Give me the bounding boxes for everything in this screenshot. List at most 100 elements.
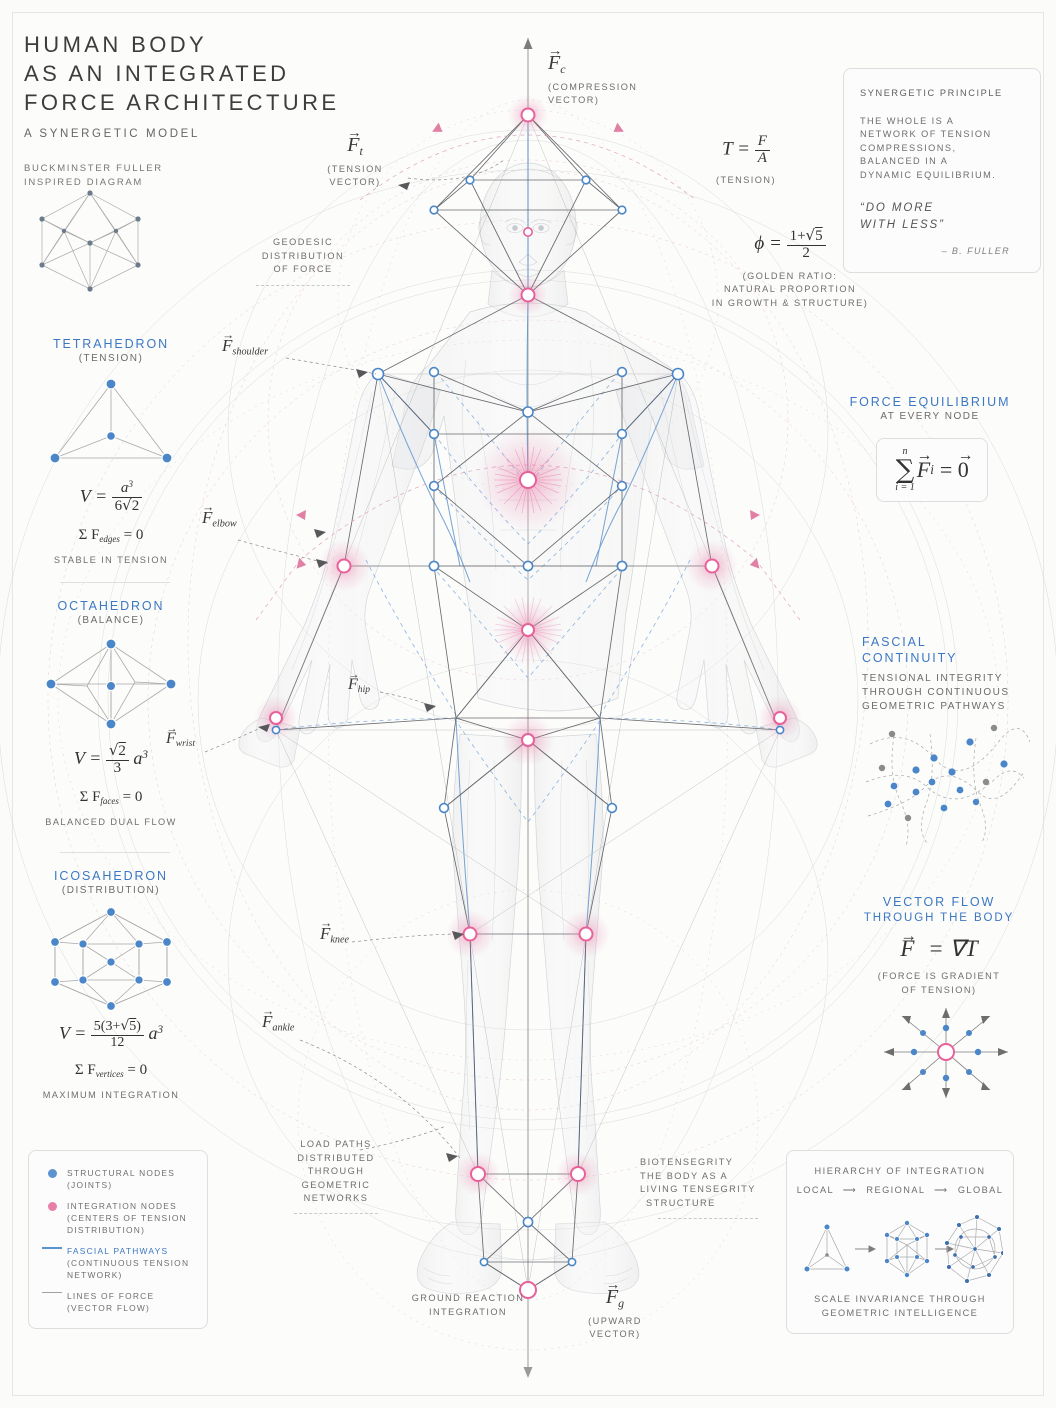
tetrahedron-sum-formula: Σ Fedges = 0 bbox=[78, 526, 144, 544]
tetrahedron-quality: (TENSION) bbox=[78, 353, 144, 364]
hierarchy-title: HIERARCHY OF INTEGRATION bbox=[814, 1166, 986, 1176]
biotensegrity-line-2: THE BODY AS A bbox=[640, 1170, 729, 1181]
hierarchy-arrow-2: ⟶ bbox=[934, 1184, 949, 1195]
legend-item-lines-of-force: LINES OF FORCE (VECTOR FLOW) bbox=[37, 1290, 195, 1314]
fascial-body-1: TENSIONAL INTEGRITY bbox=[862, 673, 1003, 684]
ft-caption-2: VECTOR) bbox=[329, 177, 381, 188]
octahedron-note: BALANCED DUAL FLOW bbox=[45, 816, 177, 827]
vector-flow-caption-1: (FORCE IS GRADIENT bbox=[877, 971, 1001, 981]
synergetic-title: SYNERGETIC PRINCIPLE bbox=[860, 88, 1003, 98]
polyhedron-card-icosahedron: ICOSAHEDRON (DISTRIBUTION) V = bbox=[22, 868, 200, 1103]
sum-expr-sub: i bbox=[930, 462, 934, 477]
ft-subscript: t bbox=[359, 143, 363, 158]
load-paths-line-1: LOAD PATHS bbox=[300, 1139, 372, 1149]
joint-label-elbow: Felbow bbox=[202, 500, 237, 529]
polyhedron-card-octahedron: OCTAHEDRON (BALANCE) V = √2 3 a3 bbox=[22, 598, 200, 829]
equilibrium-subtitle: AT EVERY NODE bbox=[880, 411, 980, 422]
sum-expr-tail: = 0 bbox=[940, 447, 969, 483]
golden-ratio-formula: ϕ = 1+√5 2 (GOLDEN RATIO: NATURAL PROPOR… bbox=[700, 227, 880, 310]
synergetic-body-3: COMPRESSIONS, bbox=[860, 142, 957, 153]
biotensegrity-rule bbox=[658, 1218, 758, 1219]
legend-panel: STRUCTURAL NODES (JOINTS) INTEGRATION NO… bbox=[28, 1150, 208, 1329]
octahedron-title: OCTAHEDRON bbox=[57, 599, 165, 613]
fascial-title-1: FASCIAL bbox=[862, 635, 927, 649]
title-line-2: AS AN INTEGRATED bbox=[24, 61, 290, 86]
tension-vector-label: Ft (TENSION VECTOR) bbox=[300, 125, 410, 190]
divider-2 bbox=[60, 852, 170, 853]
geodesic-line-2: DISTRIBUTION bbox=[261, 250, 345, 261]
legend-sublabel: (CONTINUOUS TENSION NETWORK) bbox=[67, 1258, 190, 1280]
hierarchy-footer-1: SCALE INVARIANCE THROUGH bbox=[814, 1294, 986, 1304]
ground-reaction-note: GROUND REACTION INTEGRATION bbox=[398, 1292, 538, 1319]
fg-caption-1: (UPWARD bbox=[588, 1315, 642, 1326]
fascial-continuity-section: FASCIAL CONTINUITY TENSIONAL INTEGRITY T… bbox=[862, 634, 1022, 714]
compression-vector-label: Fc (COMPRESSION VECTOR) bbox=[548, 43, 668, 108]
title-line-3: FORCE ARCHITECTURE bbox=[24, 90, 340, 115]
joint-label-hip: Fhip bbox=[348, 669, 370, 695]
joint-label-wrist: Fwrist bbox=[166, 723, 195, 749]
sum-sign: ∑ bbox=[895, 455, 915, 485]
vector-flow-subtitle: THROUGH THE BODY bbox=[863, 912, 1015, 924]
icosahedron-volume-formula: V = 5(3+√5) 12 a3 bbox=[58, 1018, 164, 1050]
polyhedron-card-tetrahedron: TETRAHEDRON (TENSION) V = a3 6√2 Σ Fedge… bbox=[22, 336, 200, 567]
integration-node-icon bbox=[37, 1200, 67, 1211]
load-paths-rule bbox=[294, 1212, 378, 1214]
hierarchy-scale-icon bbox=[803, 1214, 1003, 1284]
legend-label: STRUCTURAL NODES bbox=[67, 1168, 176, 1178]
fc-subscript: c bbox=[560, 61, 566, 76]
vector-flow-star-icon bbox=[884, 1008, 1008, 1098]
cuboctahedron-icon bbox=[39, 190, 141, 292]
hierarchy-step-local: LOCAL bbox=[796, 1184, 834, 1195]
fascial-body-2: THROUGH CONTINUOUS bbox=[862, 687, 1010, 698]
fg-symbol: F bbox=[606, 1277, 618, 1309]
title-line-1: HUMAN BODY bbox=[24, 32, 208, 57]
geodesic-note: GEODESIC DISTRIBUTION OF FORCE bbox=[238, 236, 368, 286]
ground-vector-label: Fg (UPWARD VECTOR) bbox=[560, 1277, 670, 1342]
load-paths-note: LOAD PATHS DISTRIBUTED THROUGH GEOMETRIC… bbox=[284, 1138, 388, 1214]
vector-flow-section: VECTOR FLOW THROUGH THE BODY F = ∇T (FOR… bbox=[850, 894, 1028, 997]
legend-label: LINES OF FORCE bbox=[67, 1291, 155, 1301]
synergetic-quote-1: “DO MORE bbox=[860, 202, 934, 214]
fg-caption-2: VECTOR) bbox=[589, 1329, 641, 1340]
hierarchy-step-regional: REGIONAL bbox=[866, 1184, 926, 1195]
load-paths-line-3: THROUGH bbox=[307, 1166, 365, 1176]
geodesic-line-3: OF FORCE bbox=[273, 264, 333, 274]
poster-header: HUMAN BODY AS AN INTEGRATED FORCE ARCHIT… bbox=[24, 30, 354, 190]
credit-line-2: INSPIRED DIAGRAM bbox=[24, 177, 144, 188]
vector-flow-lhs: F bbox=[900, 926, 914, 962]
equilibrium-title: FORCE EQUILIBRIUM bbox=[849, 395, 1011, 409]
golden-caption-3: IN GROWTH & STRUCTURE) bbox=[711, 297, 869, 308]
legend-sublabel: (CENTERS OF TENSION DISTRIBUTION) bbox=[67, 1213, 187, 1235]
ft-caption-1: (TENSION bbox=[327, 163, 383, 174]
synergetic-body-5: DYNAMIC EQUILIBRIUM. bbox=[860, 169, 997, 180]
ground-reaction-line-2: INTEGRATION bbox=[428, 1306, 508, 1317]
tetrahedron-title: TETRAHEDRON bbox=[52, 337, 170, 351]
divider-1 bbox=[60, 582, 170, 583]
vector-flow-caption-2: OF TENSION) bbox=[901, 984, 977, 995]
fc-caption-2: VECTOR) bbox=[548, 95, 600, 106]
ft-symbol: F bbox=[347, 125, 359, 157]
vector-flow-rhs: = ∇T bbox=[928, 936, 978, 961]
load-paths-line-5: NETWORKS bbox=[303, 1193, 369, 1203]
icosahedron-icon bbox=[50, 907, 172, 1011]
joint-label-knee: Fknee bbox=[320, 916, 349, 945]
fascial-body-3: GEOMETRIC PATHWAYS bbox=[862, 701, 1006, 712]
biotensegrity-line-3: LIVING TENSEGRITY bbox=[640, 1184, 756, 1194]
synergetic-body-1: THE WHOLE IS A bbox=[860, 115, 955, 126]
octahedron-quality: (BALANCE) bbox=[77, 615, 145, 626]
fg-subscript: g bbox=[618, 1295, 625, 1310]
fascial-network-icon bbox=[865, 724, 1030, 847]
ground-reaction-line-1: GROUND REACTION bbox=[411, 1293, 525, 1303]
icosahedron-note: MAXIMUM INTEGRATION bbox=[42, 1090, 180, 1101]
vector-flow-title: VECTOR FLOW bbox=[882, 895, 996, 909]
biotensegrity-note: BIOTENSEGRITY THE BODY AS A LIVING TENSE… bbox=[640, 1156, 776, 1219]
hierarchy-footer-2: GEOMETRIC INTELLIGENCE bbox=[821, 1307, 979, 1318]
golden-caption-2: NATURAL PROPORTION bbox=[723, 284, 857, 294]
lines-of-force-icon bbox=[37, 1290, 67, 1293]
sum-expr-symbol: F bbox=[917, 447, 931, 483]
golden-caption-1: (GOLDEN RATIO: bbox=[742, 270, 838, 281]
legend-item-structural-nodes: STRUCTURAL NODES (JOINTS) bbox=[37, 1167, 195, 1191]
legend-sublabel: (VECTOR FLOW) bbox=[67, 1303, 151, 1313]
geodesic-rule bbox=[256, 284, 350, 286]
